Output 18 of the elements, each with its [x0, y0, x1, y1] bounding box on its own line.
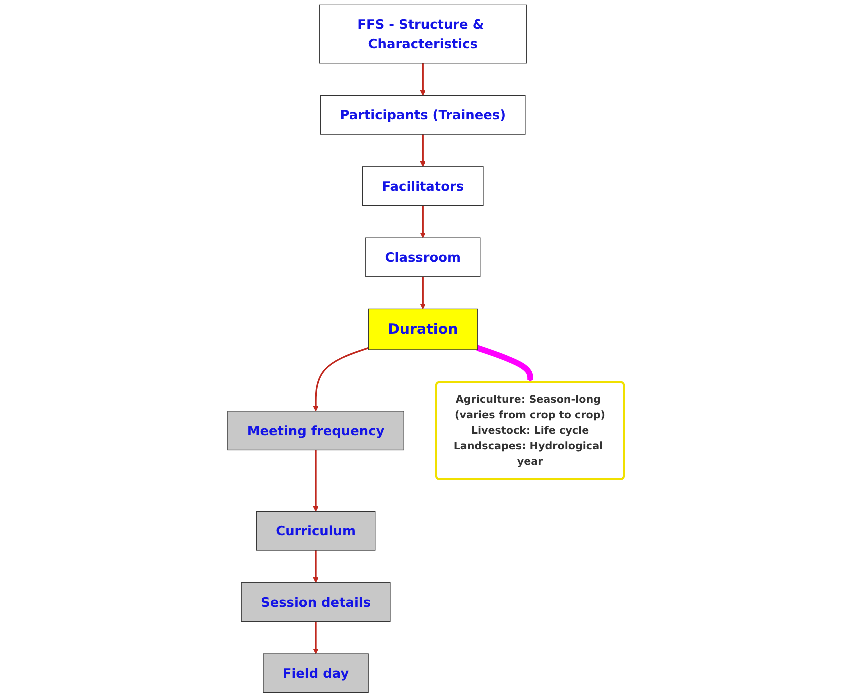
arrow [420, 63, 426, 96]
node-box: Curriculum [256, 511, 376, 551]
arrow [313, 347, 369, 412]
node-box: Duration [368, 308, 478, 350]
node-box: Meeting frequency [228, 411, 404, 451]
arrow [313, 450, 319, 512]
arrow [313, 550, 319, 584]
node-box: Classroom [366, 238, 481, 278]
node-box: Facilitators [362, 166, 484, 206]
arrow [420, 276, 426, 310]
node-box: Session details [241, 582, 391, 622]
arrow [476, 345, 534, 383]
arrow [420, 206, 426, 238]
node-box: Participants (Trainees) [320, 95, 526, 135]
arrow [420, 134, 426, 168]
node-box: Field day [263, 654, 369, 694]
arrow [313, 622, 319, 654]
node-box: FFS - Structure & Characteristics [319, 4, 527, 64]
